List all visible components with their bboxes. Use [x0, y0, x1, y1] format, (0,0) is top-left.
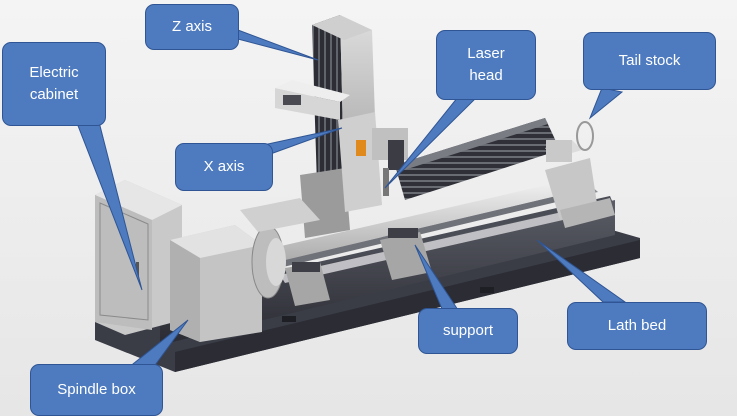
electric-cabinet-label-line1: Electric: [29, 64, 79, 82]
x-axis-arm-shape: [275, 80, 350, 120]
tail-stock-shape: [545, 121, 615, 228]
rear-bellows: [395, 118, 560, 200]
spindle-box-shape: [170, 198, 320, 342]
callout-laser-head: Laser head: [436, 30, 536, 100]
pointer-tail-stock: [588, 87, 624, 120]
laser-head-label-line1: Laser: [467, 45, 505, 63]
callout-pointers: [74, 29, 627, 373]
x-axis-label: X axis: [203, 158, 245, 176]
callout-support: support: [418, 308, 518, 354]
callout-electric-cabinet: Electric cabinet: [2, 42, 106, 126]
callout-x-axis: X axis: [175, 143, 273, 191]
support-shapes: [285, 228, 432, 306]
callout-tail-stock: Tail stock: [583, 32, 716, 90]
callout-z-axis: Z axis: [145, 4, 239, 50]
callout-lath-bed: Lath bed: [567, 302, 707, 350]
z-axis-label: Z axis: [171, 18, 212, 36]
electric-cabinet-label-line2: cabinet: [29, 86, 79, 103]
callout-spindle-box: Spindle box: [30, 364, 163, 416]
laser-head-label-line2: head: [469, 67, 503, 84]
laser-head-shape: [338, 112, 408, 212]
lath-bed-label: Lath bed: [607, 317, 667, 335]
support-label: support: [442, 322, 494, 340]
tail-stock-label: Tail stock: [618, 52, 681, 70]
spindle-box-label: Spindle box: [57, 381, 136, 399]
